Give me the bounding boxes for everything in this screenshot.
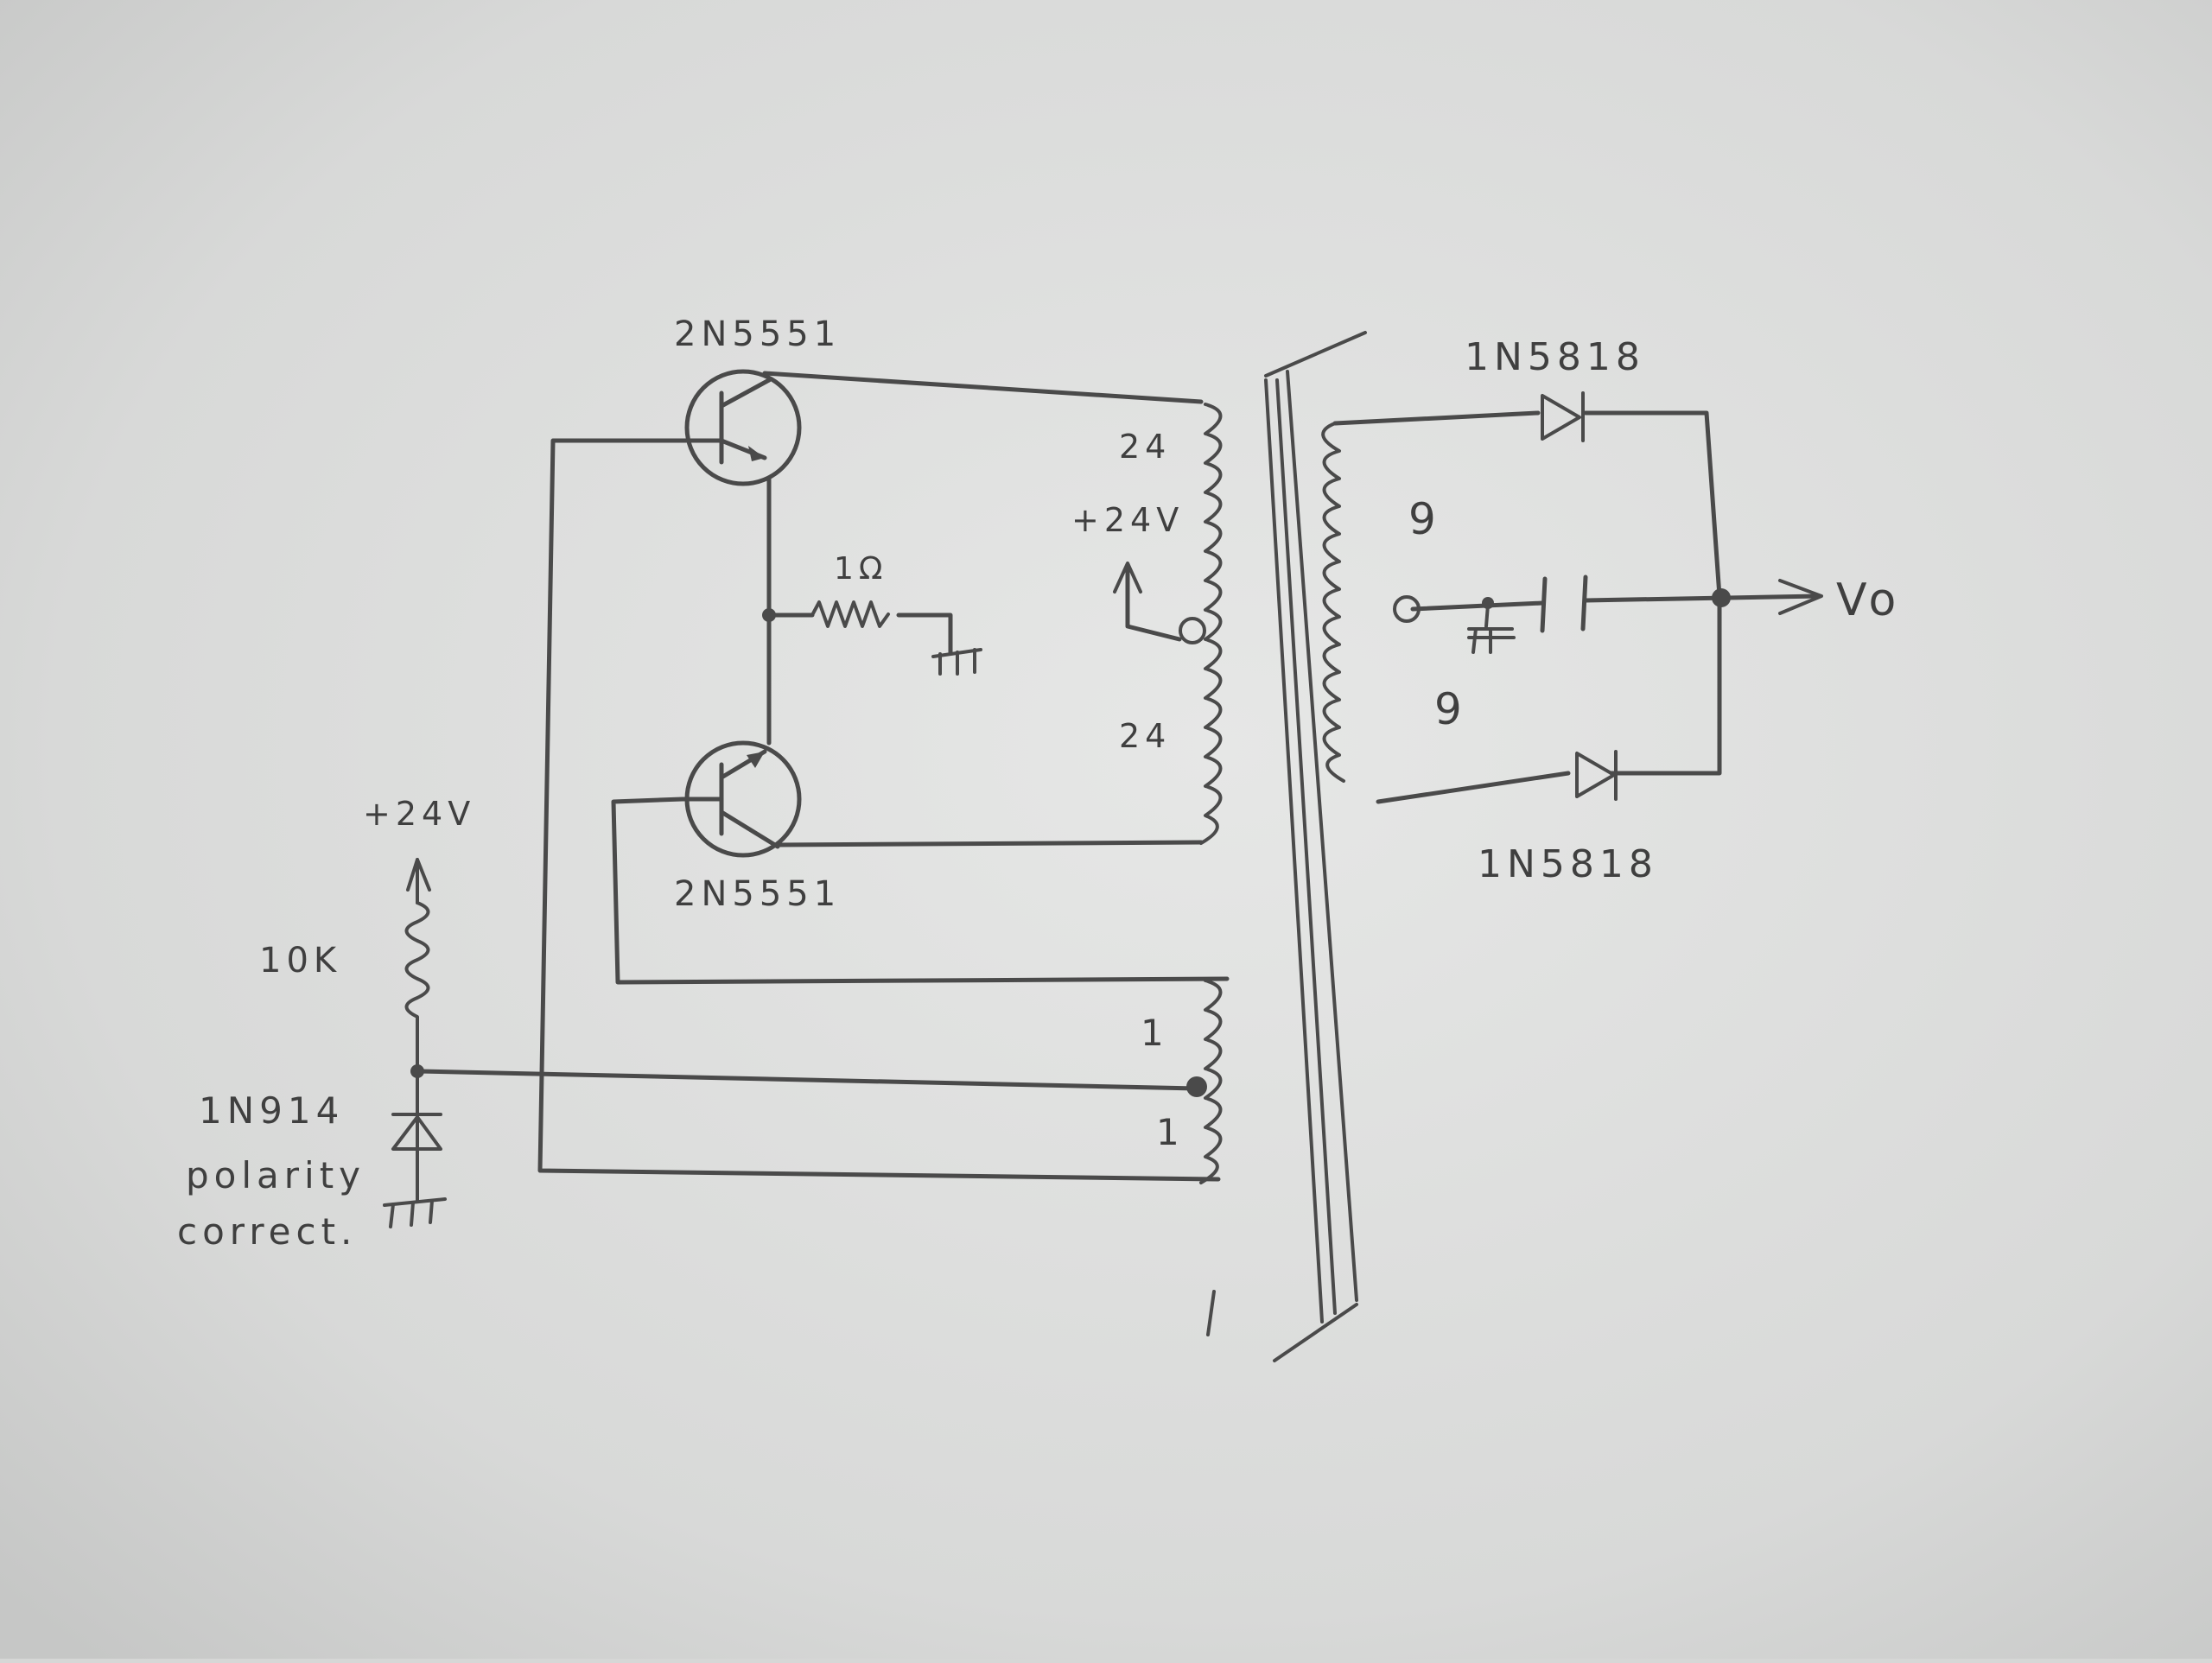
primary-winding (1179, 403, 1223, 845)
label-r-bias: 10K (259, 941, 341, 981)
label-q-bottom: 2N5551 (674, 874, 841, 914)
capacitor-output (1540, 574, 1588, 633)
label-feedback-2: 1 (1156, 1111, 1185, 1153)
diode-d-top (1541, 391, 1585, 442)
label-q-top: 2N5551 (674, 314, 841, 354)
label-diode-bias: 1N914 (199, 1089, 344, 1132)
resistor-1ohm (810, 600, 890, 628)
wiring (416, 371, 1821, 1182)
feedback-winding (1186, 979, 1223, 1184)
label-note-line2: correct. (177, 1210, 357, 1253)
label-d-bottom: 1N5818 (1478, 842, 1658, 886)
secondary-winding (1321, 422, 1421, 783)
supply-arrow-center (1113, 562, 1142, 593)
transistor-q-top (654, 369, 802, 486)
label-sec-bottom: 9 (1434, 684, 1467, 734)
label-supply-center: +24V (1071, 501, 1184, 539)
diode-bias (391, 1074, 442, 1203)
label-winding-bottom: 24 (1119, 717, 1171, 755)
transistor-q-bottom (680, 740, 802, 858)
ground-symbol-emitter (931, 648, 982, 676)
resistor-10k (404, 901, 430, 1078)
label-output: Vo (1836, 574, 1901, 626)
label-feedback-1: 1 (1141, 1012, 1169, 1054)
labels: 2N5551 2N5551 1Ω 24 +24V 24 +24V 10K 1N9… (177, 314, 1901, 1253)
transformer-core (1206, 331, 1367, 1362)
label-d-top: 1N5818 (1465, 335, 1645, 379)
label-supply-bias: +24V (363, 795, 475, 833)
ground-symbol-center-tap (1467, 603, 1516, 654)
label-note-line1: polarity (186, 1154, 365, 1196)
diode-d-bottom (1575, 750, 1618, 801)
label-r-emitter: 1Ω (834, 551, 887, 587)
output-arrow (1778, 579, 1823, 615)
label-winding-top: 24 (1119, 428, 1171, 466)
ground-symbol-bias (383, 1197, 447, 1228)
supply-arrow-bias (406, 858, 431, 904)
label-sec-top: 9 (1408, 494, 1441, 544)
